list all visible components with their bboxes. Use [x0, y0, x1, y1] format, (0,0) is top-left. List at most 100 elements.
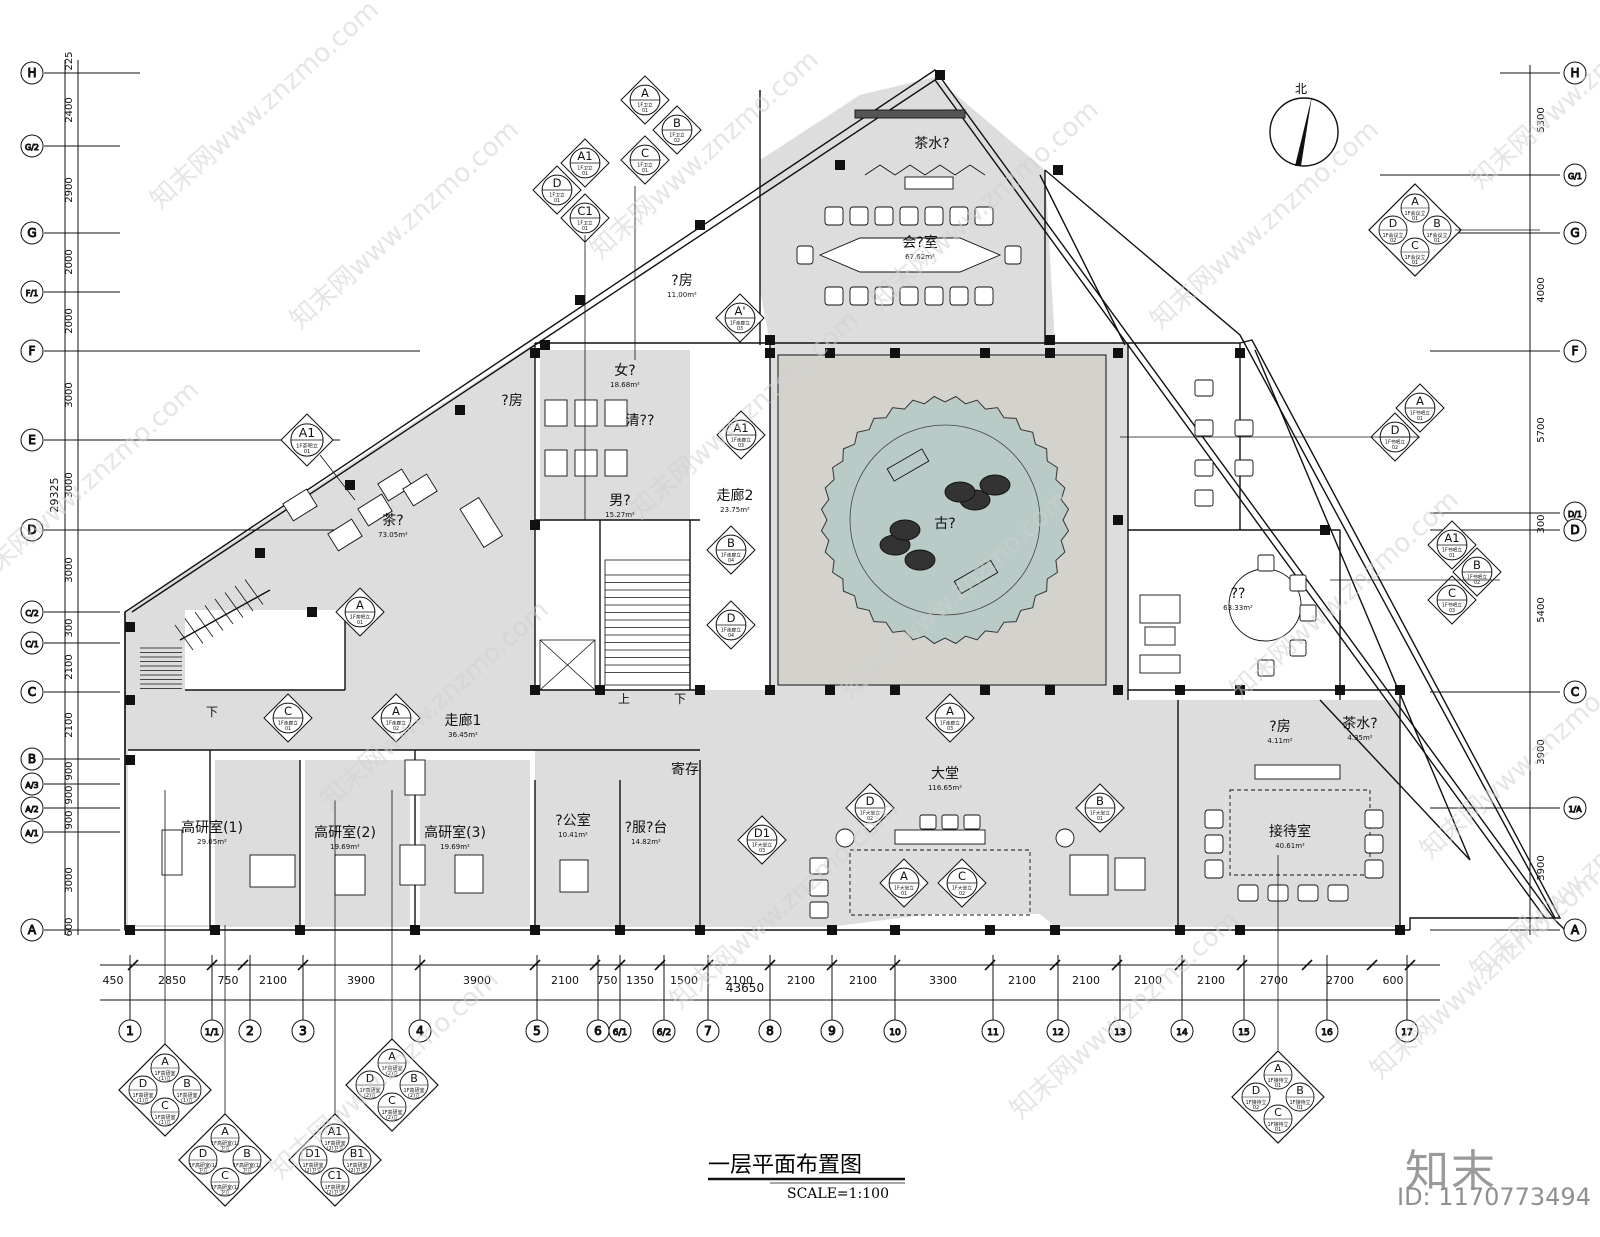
drawing-title: 一层平面布置图 — [708, 1153, 862, 1178]
marker-sheet: 1F卫立 — [669, 132, 685, 139]
cluster-diamond — [1231, 1050, 1325, 1144]
grid-col-label: 16 — [1321, 1028, 1333, 1038]
lobby-sofa — [1114, 857, 1146, 891]
dim-tick — [1301, 959, 1313, 971]
dim-bottom-value: 2100 — [1197, 974, 1225, 987]
column — [1235, 925, 1245, 935]
conference-table — [818, 237, 1002, 273]
tea-table — [327, 518, 363, 552]
column — [695, 685, 705, 695]
cluster-tag: C — [1274, 1106, 1282, 1119]
cluster-diamond — [288, 1113, 382, 1207]
marker-sheet: 1F走廊立 — [386, 720, 406, 727]
grid-row-bubble-right — [1563, 163, 1587, 187]
dim-bottom-value: 600 — [1383, 974, 1404, 987]
room-area: 73.05m² — [378, 531, 408, 539]
cluster-number: (2)立 — [386, 1070, 398, 1077]
cluster-sheet: 1F高研室 — [381, 1065, 402, 1072]
atrium-stone — [889, 519, 921, 541]
grid-row-label-right: F — [1572, 344, 1579, 358]
reception-chair — [1204, 859, 1224, 879]
column — [125, 925, 135, 935]
marker-number: 01 — [357, 620, 363, 626]
column — [345, 480, 355, 490]
cluster-diamond — [345, 1038, 439, 1132]
cluster-number: (1)立 — [181, 1097, 193, 1104]
cluster-sheet: 1F会议立 — [1426, 232, 1447, 239]
cluster-sheet: 1F接待立 — [1245, 1099, 1266, 1106]
marker-number: 03 — [738, 443, 744, 449]
dim-bottom-value: 2100 — [849, 974, 877, 987]
toilet-stall — [604, 449, 628, 477]
dim-left-value: 2000 — [64, 308, 75, 333]
cluster-sheet: 1F高研室 — [154, 1114, 175, 1121]
conference-chair — [849, 206, 869, 226]
column — [1045, 348, 1055, 358]
marker-sheet: 1F书吧立 — [1385, 439, 1405, 446]
column — [825, 685, 835, 695]
marker-tag: A' — [734, 304, 745, 318]
dim-bottom-value: 1500 — [670, 974, 698, 987]
cluster-number: 01 — [1412, 216, 1418, 222]
dim-bottom-value: 2700 — [1260, 974, 1288, 987]
rug-inner-ring — [849, 424, 1041, 616]
conference-chair — [824, 286, 844, 306]
lobby-plant — [1055, 828, 1075, 848]
dim-right-value: 5700 — [1536, 417, 1547, 442]
reception-sideboard — [1254, 764, 1341, 780]
column — [980, 685, 990, 695]
dim-tick — [1404, 959, 1416, 971]
dim-left-value: 2000 — [64, 249, 75, 274]
watermark-brand: 知末 — [1405, 1146, 1497, 1197]
column — [595, 685, 605, 695]
tea-table — [282, 488, 318, 522]
grid-col-label: 10 — [889, 1028, 901, 1038]
grid-row-label: D — [27, 523, 36, 537]
room-name: 走廊1 — [445, 712, 482, 729]
grid-row-label: A — [28, 923, 37, 937]
stair-label-up: 上 — [618, 692, 630, 706]
marker-tag: A — [392, 704, 400, 718]
dim-left-value: 900 — [64, 785, 75, 804]
cluster-number: (2)卫立 — [326, 1145, 343, 1152]
grid-col-label: 5 — [533, 1024, 541, 1038]
cluster-sheet: 1F高研室(1) — [189, 1162, 217, 1169]
column — [835, 160, 845, 170]
cluster-tag: C1 — [328, 1169, 343, 1182]
dim-bottom-value: 3900 — [347, 974, 375, 987]
grid-row-label: C/2 — [25, 609, 38, 618]
column — [1175, 925, 1185, 935]
marker-number: 02 — [1392, 445, 1398, 451]
cluster-diamond — [118, 1043, 212, 1137]
room-name: 男? — [609, 493, 630, 509]
marker-tag: A — [900, 869, 908, 883]
room-area: 4.35m² — [1347, 734, 1372, 742]
dim-left-value: 600 — [64, 917, 75, 936]
room-name: 古? — [934, 516, 955, 532]
marker-sheet: 1F茶吧立 — [350, 614, 370, 621]
room-name: 高研室(2) — [314, 824, 376, 841]
room-name: 茶水? — [1342, 716, 1377, 732]
grid-row-label-right: H — [1570, 66, 1579, 80]
marker-number: 01 — [642, 108, 648, 114]
room-white-3 — [185, 610, 345, 690]
grid-row-bubble-right — [1563, 61, 1587, 85]
dim-tick — [984, 959, 996, 971]
marker-tag: A1 — [299, 425, 315, 440]
marker-sheet: 1F书吧立 — [1442, 602, 1462, 609]
cluster-number: 卫立 — [198, 1167, 208, 1174]
grid-row-label: C/1 — [25, 640, 38, 649]
toilet-stall — [574, 399, 598, 427]
cluster-tag: C — [1411, 239, 1419, 252]
marker-sheet: 1F卫立 — [637, 102, 653, 109]
cluster-diamond — [1368, 183, 1462, 277]
reception-rug — [1229, 789, 1371, 876]
grid-row-label: H — [27, 66, 36, 80]
grid-row-bubble — [20, 61, 44, 85]
office-sofa — [161, 829, 183, 876]
